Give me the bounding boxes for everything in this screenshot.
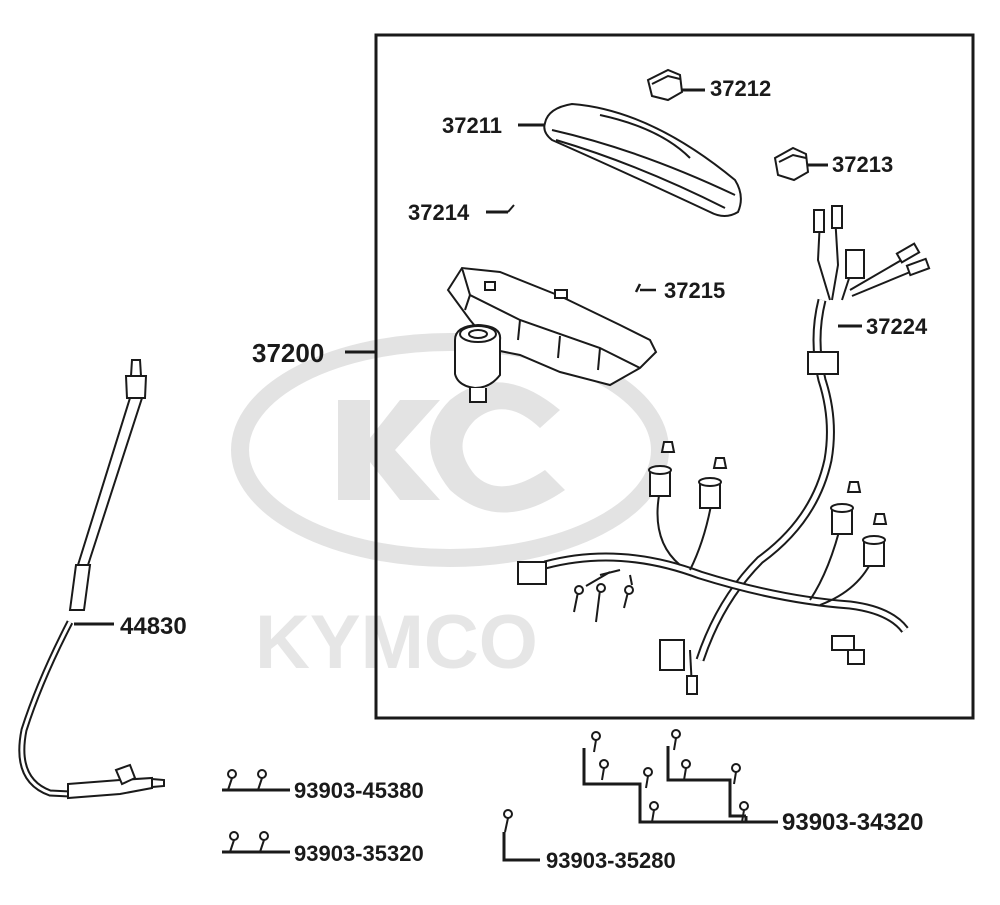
bulb-sockets xyxy=(648,441,888,567)
harness-screws xyxy=(573,583,634,623)
screw-pair-b-icon xyxy=(229,831,269,853)
fastener-label-a: 93903-45380 xyxy=(294,778,424,803)
wire-harness-part xyxy=(517,205,931,695)
screw-single-icon xyxy=(503,809,513,833)
fastener-label-set: 93903-34320 xyxy=(782,809,923,836)
fastener-label-b: 93903-35320 xyxy=(294,841,424,866)
meter-lens-part xyxy=(543,102,742,217)
lens-clip-top-part xyxy=(646,68,684,102)
part-label-37212: 37212 xyxy=(710,76,771,101)
small-screw-37215-icon xyxy=(634,283,656,293)
meter-case-part xyxy=(446,266,658,403)
kymco-watermark-logo: KYMCO xyxy=(231,333,669,685)
part-label-44830: 44830 xyxy=(120,613,187,640)
watermark-text: KYMCO xyxy=(255,600,538,685)
assembly-frame xyxy=(374,33,975,720)
screw-pair-a-icon xyxy=(227,769,267,791)
leader-93903-35280 xyxy=(502,832,540,862)
speedometer-cable-part xyxy=(18,359,165,800)
fastener-label-single: 93903-35280 xyxy=(546,848,676,873)
part-label-37214: 37214 xyxy=(408,200,470,225)
small-screw-37214-icon xyxy=(507,204,515,213)
part-label-37213: 37213 xyxy=(832,152,893,177)
assembly-label: 37200 xyxy=(252,338,324,368)
screw-set-icon xyxy=(591,729,749,823)
lens-clip-right-part xyxy=(773,146,810,182)
leader-93903-34320 xyxy=(582,746,778,824)
part-label-37215: 37215 xyxy=(664,278,725,303)
part-label-37224: 37224 xyxy=(866,314,928,339)
part-label-37211: 37211 xyxy=(442,113,502,138)
